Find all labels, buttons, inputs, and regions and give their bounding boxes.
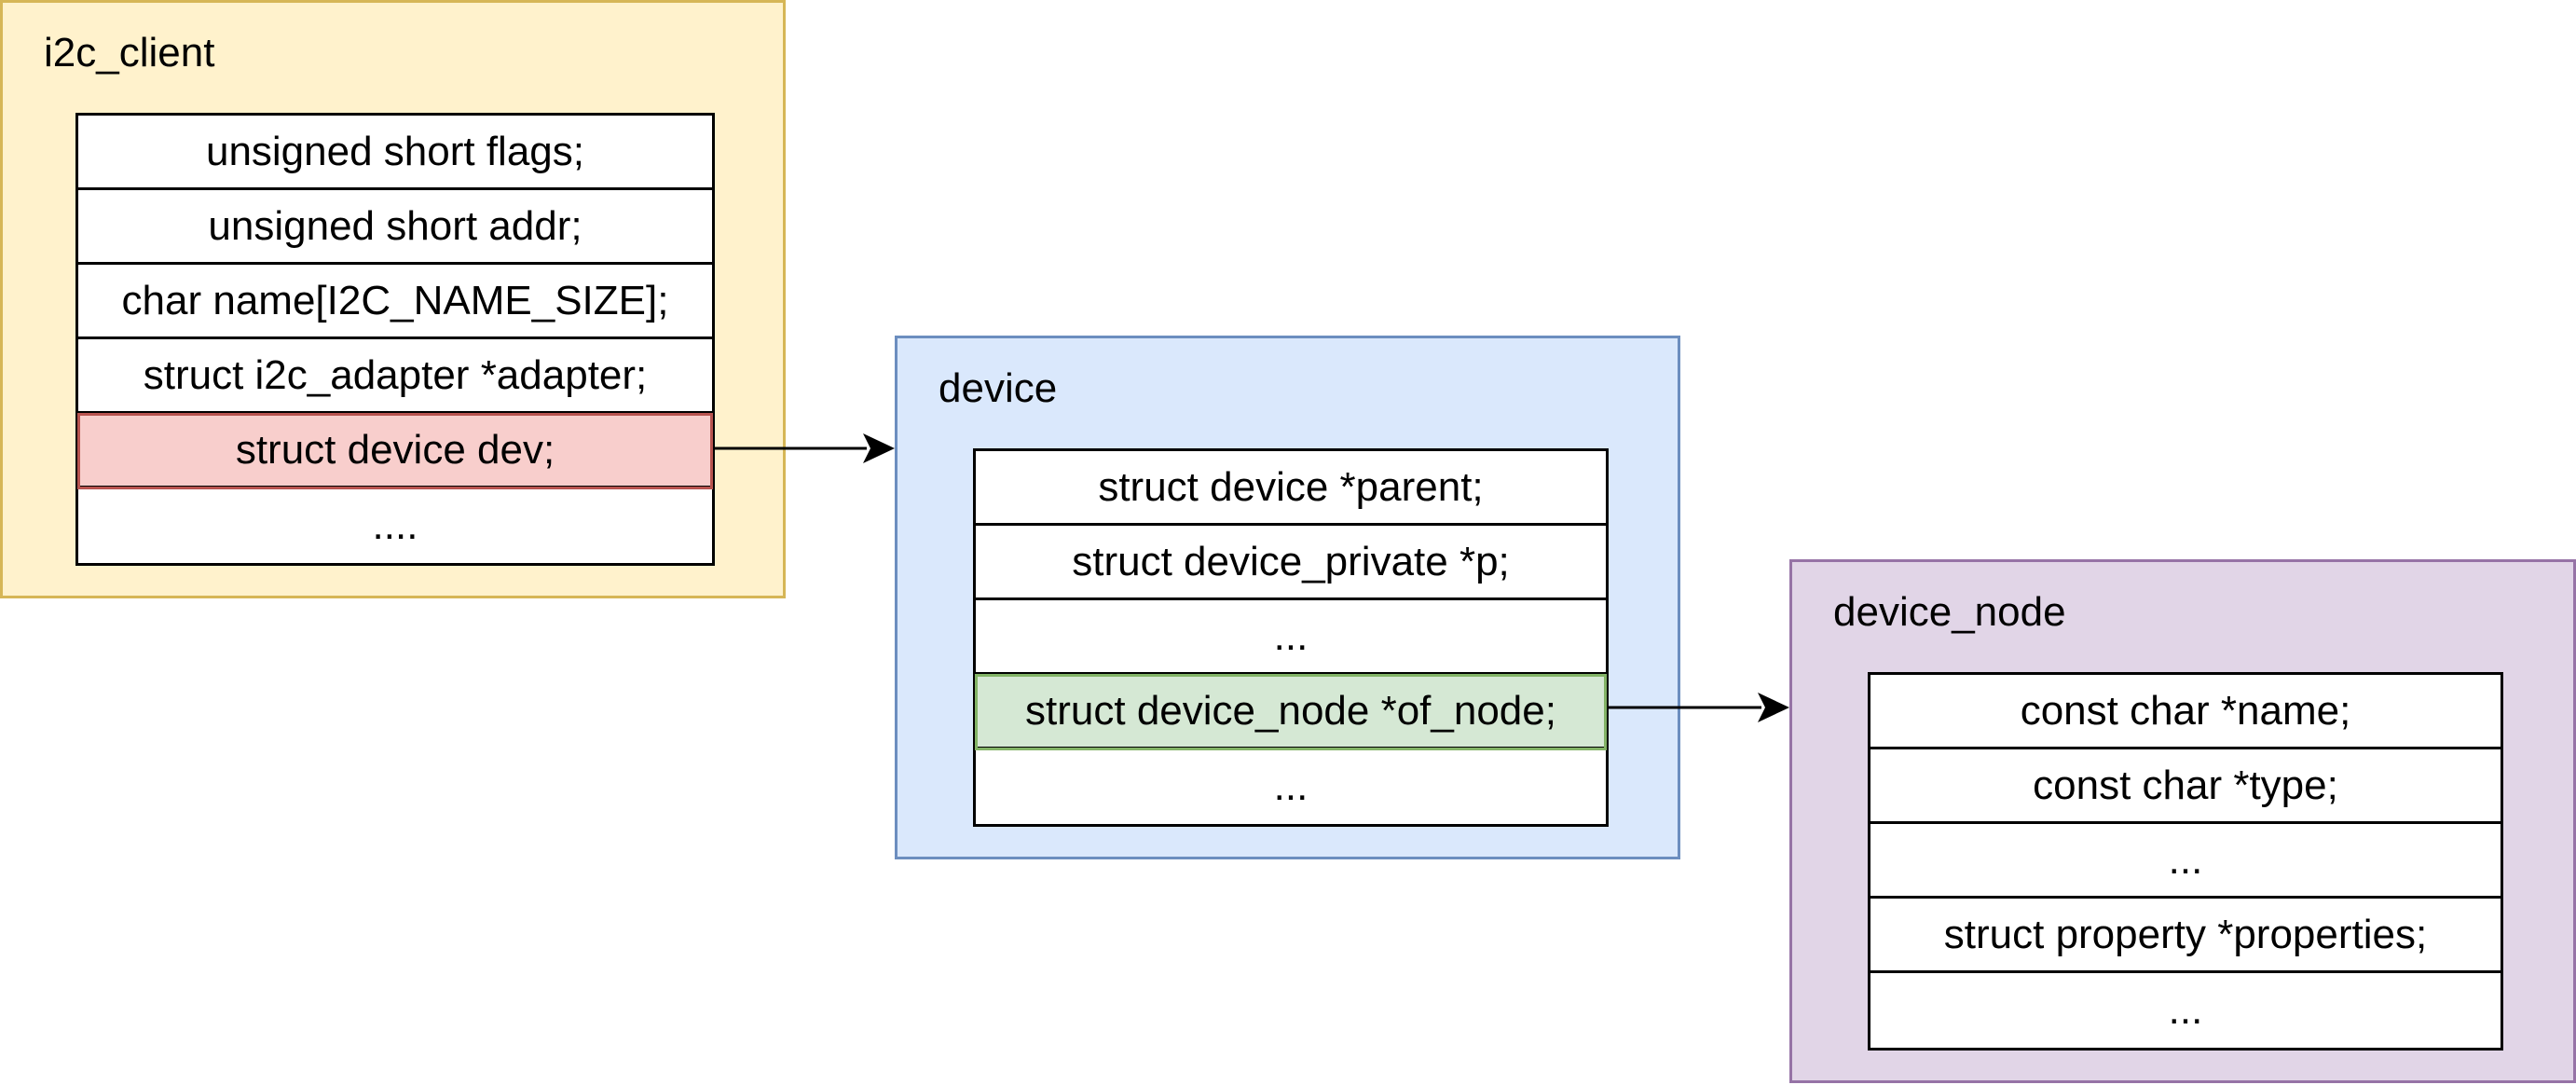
field-name: char name[I2C_NAME_SIZE]; <box>78 265 712 339</box>
field-node-type: const char *type; <box>1870 749 2501 824</box>
field-dev-highlighted: struct device dev; <box>77 413 713 489</box>
field-ellipsis: ... <box>976 749 1606 824</box>
i2c-client-title: i2c_client <box>44 30 215 76</box>
field-ellipsis: ... <box>1870 824 2501 899</box>
device-node-title: device_node <box>1833 589 2066 635</box>
field-properties: struct property *properties; <box>1870 899 2501 973</box>
field-node-name: const char *name; <box>1870 675 2501 749</box>
field-parent: struct device *parent; <box>976 451 1606 526</box>
field-flags: unsigned short flags; <box>78 116 712 190</box>
device-title: device <box>939 365 1058 411</box>
field-adapter: struct i2c_adapter *adapter; <box>78 339 712 414</box>
field-of-node-highlighted: struct device_node *of_node; <box>975 674 1607 750</box>
device-node-struct-box: device_node const char *name; const char… <box>1789 559 2576 1083</box>
field-private: struct device_private *p; <box>976 526 1606 600</box>
device-field-table: struct device *parent; struct device_pri… <box>973 448 1609 827</box>
i2c-client-field-table: unsigned short flags; unsigned short add… <box>75 113 715 566</box>
field-ellipsis: ... <box>976 600 1606 675</box>
field-ellipsis: ... <box>1870 973 2501 1048</box>
device-struct-box: device struct device *parent; struct dev… <box>895 336 1680 859</box>
field-ellipsis: .... <box>78 488 712 563</box>
i2c-client-struct-box: i2c_client unsigned short flags; unsigne… <box>0 0 786 598</box>
device-node-field-table: const char *name; const char *type; ... … <box>1868 672 2503 1051</box>
field-addr: unsigned short addr; <box>78 190 712 265</box>
